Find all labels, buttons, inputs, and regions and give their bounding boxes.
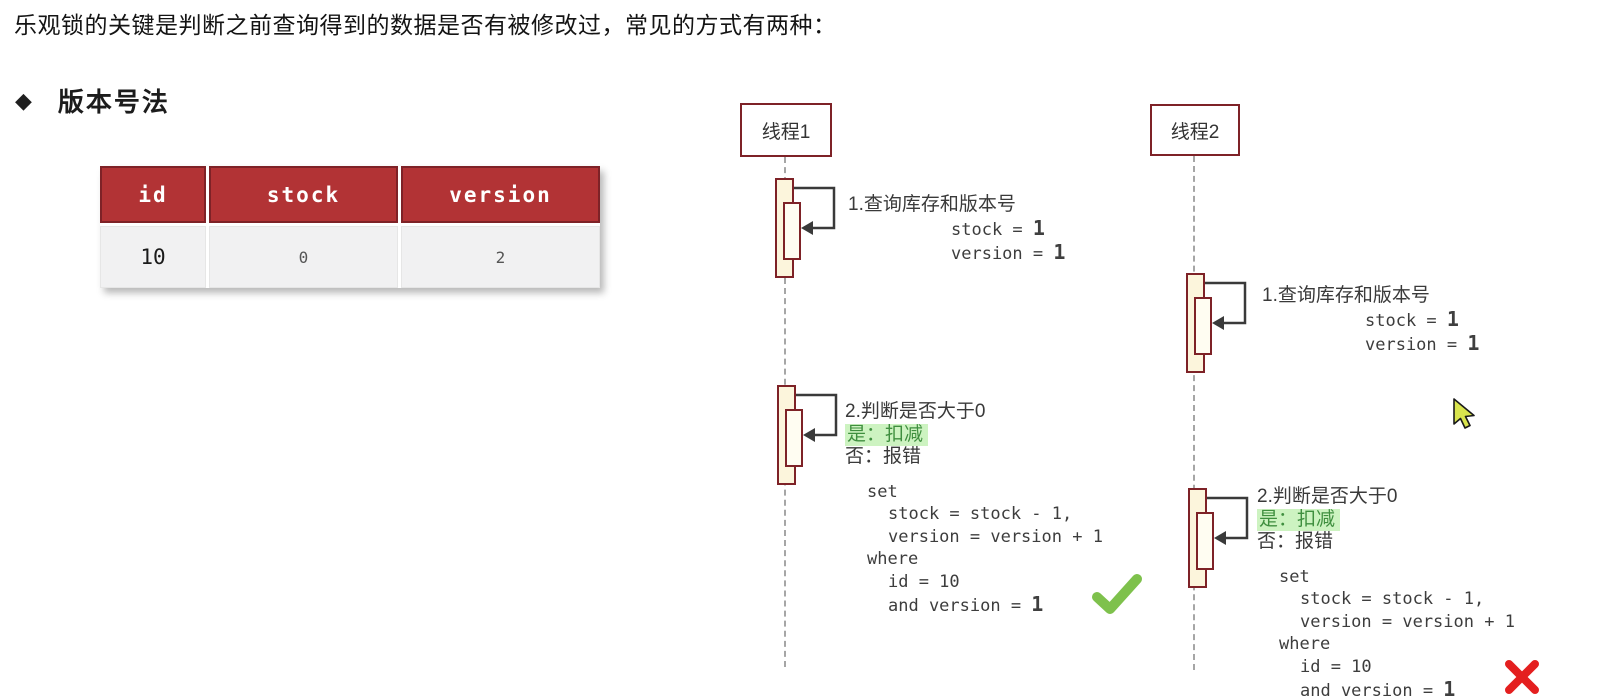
step2-title: 2.判断是否大于0 — [845, 401, 986, 422]
step1-stock-line: stock = 1 — [848, 215, 1065, 242]
version-label: version = — [1365, 335, 1468, 355]
self-call-arrow-icon — [796, 393, 838, 442]
sql-id: id = 10 — [1300, 656, 1372, 677]
thread1-box: 线程1 — [740, 103, 832, 157]
sql-set: set — [867, 481, 898, 502]
step1-title: 1.查询库存和版本号 — [1262, 285, 1430, 306]
sql-stock: stock = stock - 1, — [888, 504, 1073, 524]
sql-where: where — [1279, 634, 1331, 654]
step1-stock-line: stock = 1 — [1262, 306, 1479, 333]
thread1-label: 线程1 — [761, 121, 811, 143]
cross-icon — [1505, 660, 1539, 694]
sql-and-value: 1 — [1443, 677, 1456, 697]
sql-id: id = 10 — [888, 571, 960, 592]
thread2-step1-annotation: 1.查询库存和版本号 stock = 1 version = 1 — [1262, 285, 1479, 357]
self-call-arrow-icon — [1205, 281, 1247, 330]
sql-and: and version = — [888, 596, 1032, 616]
thread2-step2-annotation: 2.判断是否大于0 是：扣减 否：报错 set stock = stock - … — [1257, 486, 1515, 697]
activation-bar-nested — [785, 409, 803, 467]
sql-version: version = version + 1 — [888, 526, 1103, 547]
section-heading: ◆ 版本号法 — [15, 82, 170, 119]
step1-title: 1.查询库存和版本号 — [848, 194, 1016, 215]
table-header-row: id stock version — [100, 166, 600, 223]
thread1-activation-1 — [775, 178, 845, 278]
thread2-activation-2 — [1188, 488, 1258, 588]
sql-block: set stock = stock - 1, version = version… — [1257, 566, 1515, 697]
thread1-activation-2 — [777, 385, 847, 485]
self-call-arrow-icon — [794, 186, 836, 235]
stock-label: stock = — [1365, 310, 1447, 331]
thread1-step1-annotation: 1.查询库存和版本号 stock = 1 version = 1 — [848, 194, 1065, 266]
activation-bar-nested — [1196, 512, 1214, 570]
version-label: version = — [951, 244, 1054, 264]
table-row: 10 0 2 — [100, 226, 600, 288]
table-cell-id: 10 — [100, 226, 206, 288]
diamond-bullet-icon: ◆ — [15, 87, 32, 113]
table-header-id: id — [100, 166, 206, 223]
table-cell-stock: 0 — [209, 226, 398, 288]
version-value: 1 — [1467, 331, 1480, 355]
step2-yes-line: 是：扣减 — [845, 423, 1103, 447]
stock-value: 1 — [1446, 306, 1459, 331]
activation-bar-nested — [783, 202, 801, 260]
sql-stock: stock = stock - 1, — [1300, 589, 1485, 609]
stock-table: id stock version 10 0 2 — [100, 166, 600, 288]
step1-version-line: version = 1 — [1262, 332, 1479, 357]
step2-no-line: 否：报错 — [845, 446, 922, 467]
page-title: 乐观锁的关键是判断之前查询得到的数据是否有被修改过，常见的方式有两种： — [14, 12, 837, 38]
thread2-activation-1 — [1186, 273, 1256, 373]
thread2-label: 线程2 — [1170, 121, 1220, 143]
step2-title: 2.判断是否大于0 — [1257, 486, 1398, 507]
step2-yes-line: 是：扣减 — [1257, 508, 1515, 532]
table-header-stock: stock — [209, 166, 398, 223]
thread2-lifeline — [1193, 156, 1195, 670]
mouse-cursor-icon — [1453, 398, 1475, 429]
stock-label: stock = — [951, 219, 1033, 240]
sql-and-value: 1 — [1031, 592, 1044, 616]
yes-highlight: 是：扣减 — [845, 423, 929, 446]
table-cell-version: 2 — [401, 226, 600, 288]
sql-and: and version = — [1300, 681, 1444, 697]
table-header-version: version — [401, 166, 600, 223]
yes-highlight: 是：扣减 — [1257, 508, 1341, 531]
activation-bar-nested — [1194, 297, 1212, 355]
thread2-box: 线程2 — [1150, 104, 1240, 156]
self-call-arrow-icon — [1207, 496, 1249, 545]
step1-version-line: version = 1 — [848, 241, 1065, 266]
sql-where: where — [867, 549, 919, 569]
sql-version: version = version + 1 — [1300, 611, 1515, 632]
thread1-step2-annotation: 2.判断是否大于0 是：扣减 否：报错 set stock = stock - … — [845, 401, 1103, 618]
check-icon — [1092, 574, 1142, 614]
section-heading-label: 版本号法 — [57, 87, 170, 117]
sql-and-line: and version = 1 — [845, 593, 1103, 618]
sql-and-line: and version = 1 — [1257, 678, 1515, 697]
stock-value: 1 — [1032, 215, 1045, 240]
version-value: 1 — [1053, 240, 1066, 264]
step2-no-line: 否：报错 — [1257, 531, 1334, 552]
sql-block: set stock = stock - 1, version = version… — [845, 481, 1103, 618]
sql-set: set — [1279, 566, 1310, 587]
